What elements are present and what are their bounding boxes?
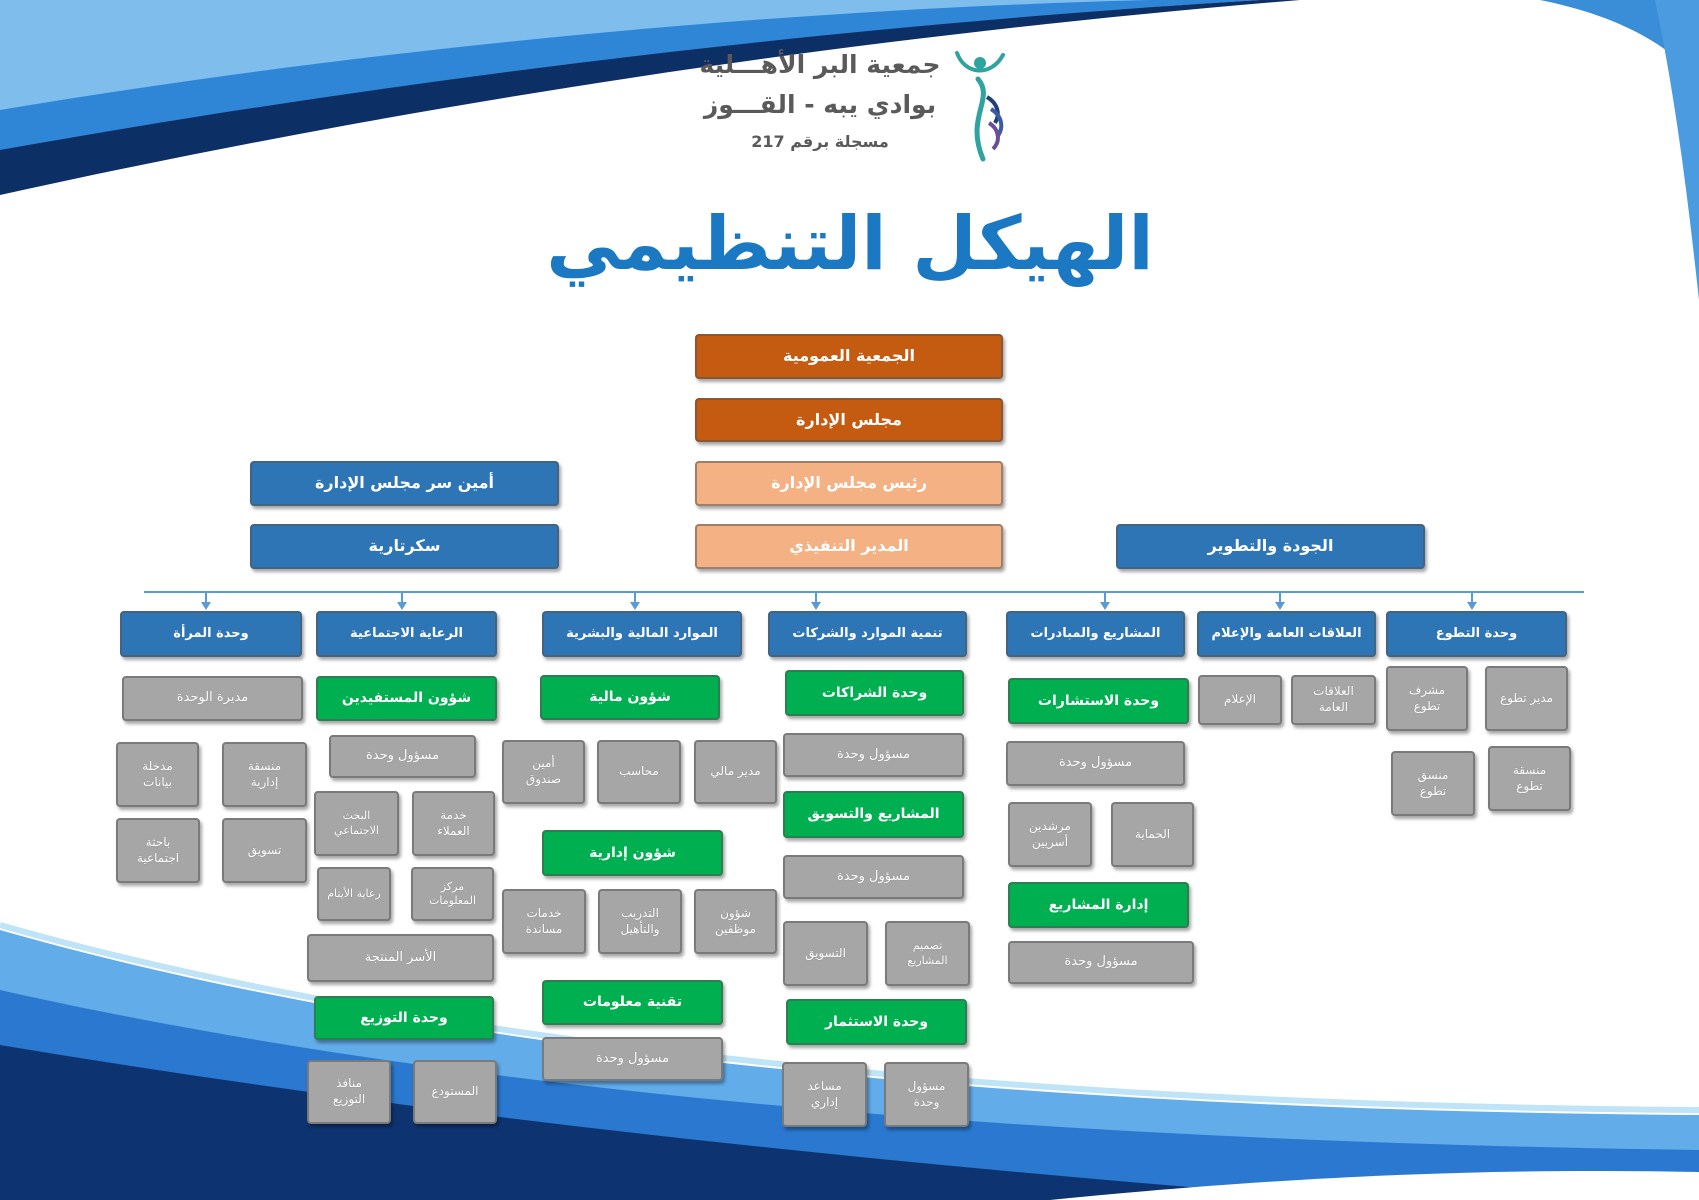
connector-arrow-resource-development xyxy=(811,592,821,610)
consulting-role: الحماية xyxy=(1111,802,1194,867)
projects-marketing-lead: مسؤول وحدة xyxy=(783,855,964,899)
project-management-unit: إدارة المشاريع xyxy=(1008,882,1189,928)
logo-arms xyxy=(955,51,1005,73)
financial-role: محاسب xyxy=(597,740,681,804)
beneficiaries-role: رعاية الأيتام xyxy=(317,867,391,921)
pr-media-role: الإعلام xyxy=(1198,675,1282,725)
financial-role: أمين صندوق xyxy=(502,740,585,804)
women-unit-manager: مديرة الوحدة xyxy=(122,676,303,721)
partnerships-unit-lead: مسؤول وحدة xyxy=(783,733,964,777)
administrative-affairs-unit: شؤون إدارية xyxy=(542,830,723,876)
women-unit-role: منسقة إدارية xyxy=(222,742,307,807)
general-assembly-box: الجمعية العمومية xyxy=(695,334,1003,379)
investment-role: مساعد إداري xyxy=(782,1062,867,1127)
administrative-role: التدريب والتأهيل xyxy=(598,889,682,954)
connector-arrow-women-unit xyxy=(201,592,211,610)
background-wave-bottom-white xyxy=(1050,1170,1699,1200)
administrative-role: خدمات مساندة xyxy=(502,889,586,954)
projects-marketing-role: تصميم المشاريع xyxy=(885,921,970,986)
dept-volunteering: وحدة التطوع xyxy=(1386,611,1567,657)
logo-stripe-1 xyxy=(985,95,1000,125)
distribution-unit: وحدة التوزيع xyxy=(314,996,494,1040)
connector-arrow-finance-hr xyxy=(630,592,640,610)
distribution-role: منافذ التوزيع xyxy=(307,1060,391,1124)
org-name-line-2: بوادي يبه - القـــوز xyxy=(703,90,937,119)
page-title: الهيكل التنظيمي xyxy=(546,201,1154,287)
beneficiaries-role: مركز المعلومات xyxy=(411,867,494,921)
dept-finance-hr: الموارد المالية والبشرية xyxy=(542,611,742,657)
quality-development-box: الجودة والتطوير xyxy=(1116,524,1425,569)
women-unit-role: باحثة اجتماعية xyxy=(116,818,200,883)
dept-pr-media: العلاقات العامة والإعلام xyxy=(1197,611,1376,657)
beneficiaries-role: خدمة العملاء xyxy=(412,791,495,856)
women-unit-role: مدخلة بيانات xyxy=(116,742,199,807)
volunteering-role: منسق تطوع xyxy=(1391,751,1475,816)
it-unit-lead: مسؤول وحدة xyxy=(542,1037,723,1081)
beneficiaries-unit-lead: مسؤول وحدة xyxy=(329,735,476,778)
financial-affairs-unit: شؤون مالية xyxy=(540,675,720,720)
project-management-lead: مسؤول وحدة xyxy=(1008,941,1194,984)
partnerships-unit: وحدة الشراكات xyxy=(785,670,964,716)
volunteering-role: مشرف تطوع xyxy=(1386,666,1468,731)
background-wave-bottom-navy xyxy=(0,1045,1350,1200)
pr-media-role: العلاقات العامة xyxy=(1291,675,1376,725)
consulting-unit: وحدة الاستشارات xyxy=(1008,678,1189,724)
dept-social-care: الرعاية الاجتماعية xyxy=(316,611,497,657)
board-chair-box: رئيس مجلس الإدارة xyxy=(695,461,1003,506)
investment-unit: وحدة الاستثمار xyxy=(786,999,967,1045)
projects-marketing-role: التسويق xyxy=(783,921,868,986)
association-logo-icon xyxy=(955,51,1005,162)
connector-arrow-projects-initiatives xyxy=(1100,592,1110,610)
board-secretary-box: أمين سر مجلس الإدارة xyxy=(250,461,559,506)
beneficiaries-affairs-unit: شؤون المستفيدين xyxy=(316,676,497,721)
beneficiaries-role: البحث الاجتماعي xyxy=(314,791,399,856)
connector-arrow-social-care xyxy=(397,592,407,610)
investment-role: مسؤول وحدة xyxy=(884,1062,969,1127)
org-name-line-1: جمعية البر الأهـــلية xyxy=(699,50,941,79)
logo-body xyxy=(974,76,986,162)
financial-role: مدير مالي xyxy=(694,740,777,804)
dept-women-unit: وحدة المرأة xyxy=(120,611,302,657)
logo-stripe-3 xyxy=(987,121,1000,151)
consulting-unit-lead: مسؤول وحدة xyxy=(1006,741,1185,786)
secretariat-box: سكرتارية xyxy=(250,524,559,569)
women-unit-role: تسويق xyxy=(222,818,307,883)
connector-arrow-pr-media xyxy=(1275,592,1285,610)
logo-head xyxy=(974,57,986,69)
dept-resource-development: تنمية الموارد والشركات xyxy=(768,611,967,657)
it-unit: تقنية معلومات xyxy=(542,980,723,1025)
volunteering-role: مدير تطوع xyxy=(1485,666,1568,731)
board-of-directors-box: مجلس الإدارة xyxy=(695,398,1003,442)
registration-number: مسجلة برقم 217 xyxy=(751,132,889,151)
background-wave-top-light xyxy=(0,0,1150,110)
projects-marketing-unit: المشاريع والتسويق xyxy=(783,791,964,838)
productive-families-box: الأسر المنتجة xyxy=(307,934,494,982)
connector-arrow-volunteering xyxy=(1467,592,1477,610)
consulting-role: مرشدين أسريين xyxy=(1008,802,1092,867)
volunteering-role: منسقة تطوع xyxy=(1488,746,1571,811)
executive-director-box: المدير التنفيذي xyxy=(695,524,1003,569)
distribution-role: المستودع xyxy=(413,1060,497,1124)
background-strip-right xyxy=(1655,0,1699,300)
administrative-role: شؤون موظفين xyxy=(694,889,777,954)
dept-projects-initiatives: المشاريع والمبادرات xyxy=(1006,611,1185,657)
